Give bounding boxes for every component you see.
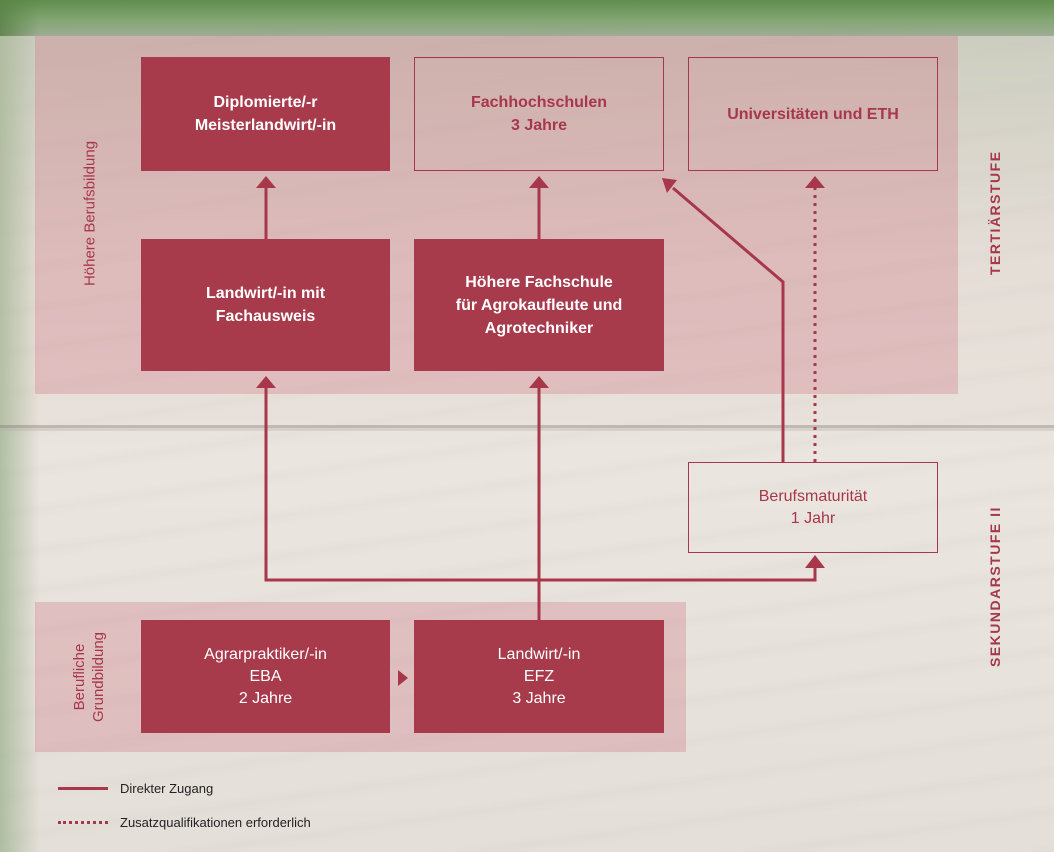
box-landwirt-fachausweis-line2: Fachausweis xyxy=(215,308,316,325)
stage-label-tertiaer: TERTIÄRSTUFE xyxy=(987,150,1003,275)
box-meisterlandwirt-line2: Meisterlandwirt/-in xyxy=(194,117,337,134)
zone-label-berufliche-grundbildung: Berufliche Grundbildung xyxy=(71,631,107,723)
box-meisterlandwirt-line1: Diplomierte/-r xyxy=(213,94,318,111)
box-fachhochschulen-line1: Fachhochschulen xyxy=(470,94,608,111)
legend-direct-label: Direkter Zugang xyxy=(120,781,214,796)
box-universitaeten[interactable]: Universitäten und ETH xyxy=(688,57,938,171)
box-hoehere-fachschule-line3: Agrotechniker xyxy=(484,319,594,337)
box-fachhochschulen[interactable]: Fachhochschulen 3 Jahre xyxy=(414,57,664,171)
box-landwirt-efz-line2: EFZ xyxy=(523,667,555,685)
stage-label-sekundar: SEKUNDARSTUFE II xyxy=(987,506,1003,667)
background-grass xyxy=(0,0,1054,36)
box-universitaeten-line1: Universitäten und ETH xyxy=(727,105,899,123)
box-berufsmaturitaet-line2: 1 Jahr xyxy=(790,509,836,527)
box-hoehere-fachschule-line1: Höhere Fachschule xyxy=(465,273,613,291)
legend-direct: Direkter Zugang xyxy=(58,781,213,796)
box-berufsmaturitaet-line1: Berufsmaturität xyxy=(758,487,868,505)
box-landwirt-efz-line1: Landwirt/-in xyxy=(497,645,581,663)
box-agrarpraktiker-line3: 2 Jahre xyxy=(238,689,293,707)
box-agrarpraktiker-line1: Agrarpraktiker/-in xyxy=(204,645,327,663)
box-landwirt-efz-line3: 3 Jahre xyxy=(512,689,566,707)
box-hoehere-fachschule[interactable]: Höhere Fachschule für Agrokaufleute und … xyxy=(414,239,664,371)
box-hoehere-fachschule-line2: für Agrokaufleute und xyxy=(455,296,623,314)
box-agrarpraktiker[interactable]: Agrarpraktiker/-in EBA 2 Jahre xyxy=(141,620,390,733)
legend-additional-label: Zusatzqualifikationen erforderlich xyxy=(120,815,311,830)
box-landwirt-fachausweis[interactable]: Landwirt/-in mit Fachausweis xyxy=(141,239,390,371)
zone-label-hoehere-berufsbildung: Höhere Berufsbildung xyxy=(81,140,99,287)
box-agrarpraktiker-line2: EBA xyxy=(249,667,282,685)
box-fachhochschulen-line2: 3 Jahre xyxy=(510,117,568,134)
box-landwirt-efz[interactable]: Landwirt/-in EFZ 3 Jahre xyxy=(414,620,664,733)
legend-dotted-line xyxy=(58,821,108,824)
box-meisterlandwirt[interactable]: Diplomierte/-r Meisterlandwirt/-in xyxy=(141,57,390,171)
legend-solid-line xyxy=(58,787,108,790)
box-berufsmaturitaet[interactable]: Berufsmaturität 1 Jahr xyxy=(688,462,938,553)
legend-additional: Zusatzqualifikationen erforderlich xyxy=(58,815,311,830)
box-landwirt-fachausweis-line1: Landwirt/-in mit xyxy=(205,285,326,302)
